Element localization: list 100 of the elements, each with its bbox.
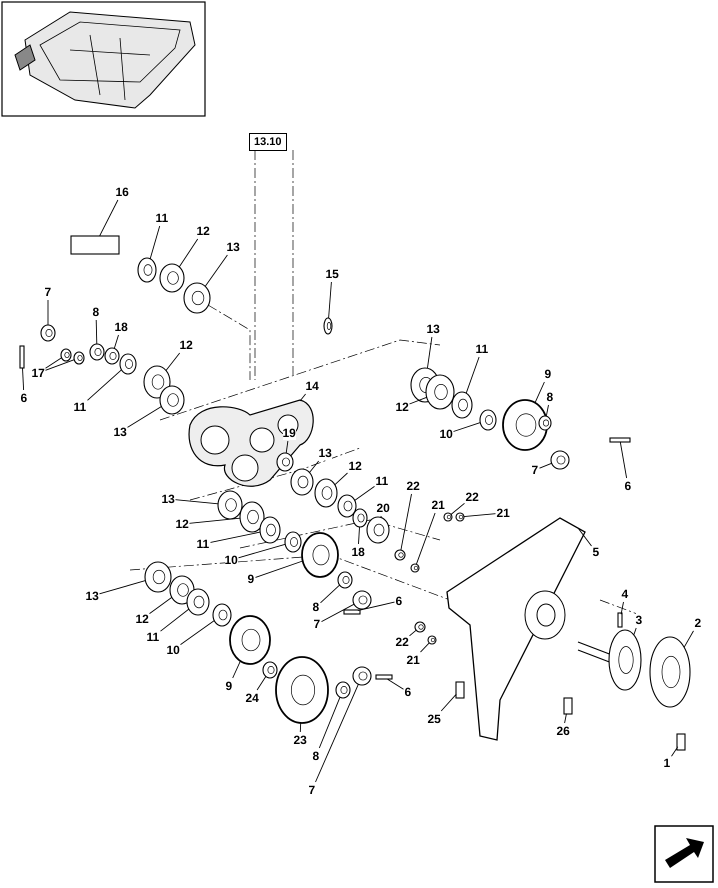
leader-line — [150, 226, 160, 260]
callout-number: 11 — [196, 537, 210, 551]
leader-line — [334, 472, 348, 486]
leader-line — [178, 238, 198, 268]
callout-number: 18 — [114, 320, 128, 334]
nut — [427, 635, 437, 645]
callout-number: 25 — [428, 712, 441, 726]
nut — [352, 590, 372, 610]
leader-line — [318, 696, 340, 748]
leader-line — [166, 352, 180, 371]
callout-number: 9 — [226, 679, 232, 693]
pin — [609, 437, 631, 443]
callout-number: 21 — [496, 506, 510, 520]
callout-number: 11 — [156, 211, 168, 225]
callout-number: 11 — [74, 400, 86, 414]
nut — [443, 512, 453, 522]
callout-number: 10 — [224, 553, 238, 567]
leader-line — [160, 608, 190, 632]
nut — [455, 512, 465, 522]
leader-line — [175, 499, 218, 504]
grease-fitting — [323, 317, 333, 335]
washer — [538, 415, 552, 431]
leader-line — [534, 382, 545, 404]
washer — [73, 351, 85, 365]
callout-number: 4 — [622, 587, 628, 601]
callout-number: 14 — [306, 379, 319, 393]
leader-line — [45, 359, 75, 371]
leader-line — [256, 676, 266, 690]
leader-line — [96, 320, 98, 344]
callout-number: 6 — [396, 594, 402, 608]
leader-line — [620, 442, 628, 478]
callout-number: 10 — [166, 643, 180, 657]
leader-line — [380, 516, 382, 518]
pin — [19, 345, 25, 369]
leader-line — [204, 254, 228, 287]
washer — [119, 353, 137, 375]
leader-line — [255, 560, 304, 578]
washer — [212, 603, 232, 627]
leader-line — [684, 630, 694, 648]
leader-line — [426, 336, 432, 369]
washer — [217, 490, 243, 520]
leader-line — [149, 596, 172, 614]
callout-number: 13 — [162, 492, 175, 506]
nut — [352, 666, 372, 686]
gear — [301, 532, 339, 578]
callout-number: 22 — [406, 479, 420, 493]
washer — [352, 508, 368, 528]
gearbox-housing — [188, 399, 314, 487]
washer — [144, 561, 172, 593]
leader-line — [416, 512, 436, 565]
callout-number: 7 — [44, 285, 52, 299]
callout-number: 9 — [248, 572, 254, 586]
callout-number: 10 — [440, 427, 453, 441]
washer — [89, 343, 105, 361]
leader-line — [286, 440, 288, 454]
leader-line — [357, 602, 395, 612]
washer — [451, 391, 473, 419]
washer — [290, 468, 314, 496]
mounting-plate — [446, 517, 586, 741]
washer — [104, 347, 120, 365]
leader-line — [358, 526, 360, 544]
callout-number: 15 — [326, 267, 339, 281]
washer — [337, 571, 353, 589]
leader-line — [386, 678, 404, 690]
washer — [183, 282, 211, 314]
callout-number: 24 — [246, 691, 259, 705]
callout-number: 26 — [556, 724, 570, 738]
leader-line — [300, 394, 306, 402]
gear — [275, 656, 329, 724]
callout-number: 21 — [406, 653, 420, 667]
leader-line — [232, 660, 241, 678]
leader-line — [620, 602, 624, 615]
leader-line — [180, 620, 215, 646]
leader-line — [328, 282, 332, 319]
gear — [502, 399, 548, 451]
leader-line — [87, 369, 122, 401]
leader-line — [320, 584, 340, 604]
callout-number: 2 — [694, 616, 702, 630]
callout-number: 11 — [146, 630, 160, 644]
callout-number: 6 — [20, 391, 28, 405]
callout-number: 5 — [592, 545, 600, 559]
washer — [60, 348, 72, 362]
nut — [40, 324, 56, 342]
callout-number: 9 — [544, 367, 552, 381]
leader-line — [546, 404, 549, 417]
leader-line — [189, 518, 240, 524]
leader-line — [321, 604, 355, 622]
callout-number: 11 — [376, 474, 388, 488]
callout-number: 6 — [404, 685, 412, 699]
callout-number: 13 — [426, 322, 440, 336]
leader-line — [45, 357, 62, 369]
leader-line — [466, 356, 480, 394]
callout-number: 8 — [92, 305, 100, 319]
leader-line — [450, 502, 465, 515]
callout-number: 12 — [348, 459, 362, 473]
bolt — [676, 733, 686, 751]
leader-line — [409, 396, 428, 404]
callout-number: 13 — [318, 446, 332, 460]
pin — [343, 609, 361, 615]
leader-line — [578, 528, 592, 546]
